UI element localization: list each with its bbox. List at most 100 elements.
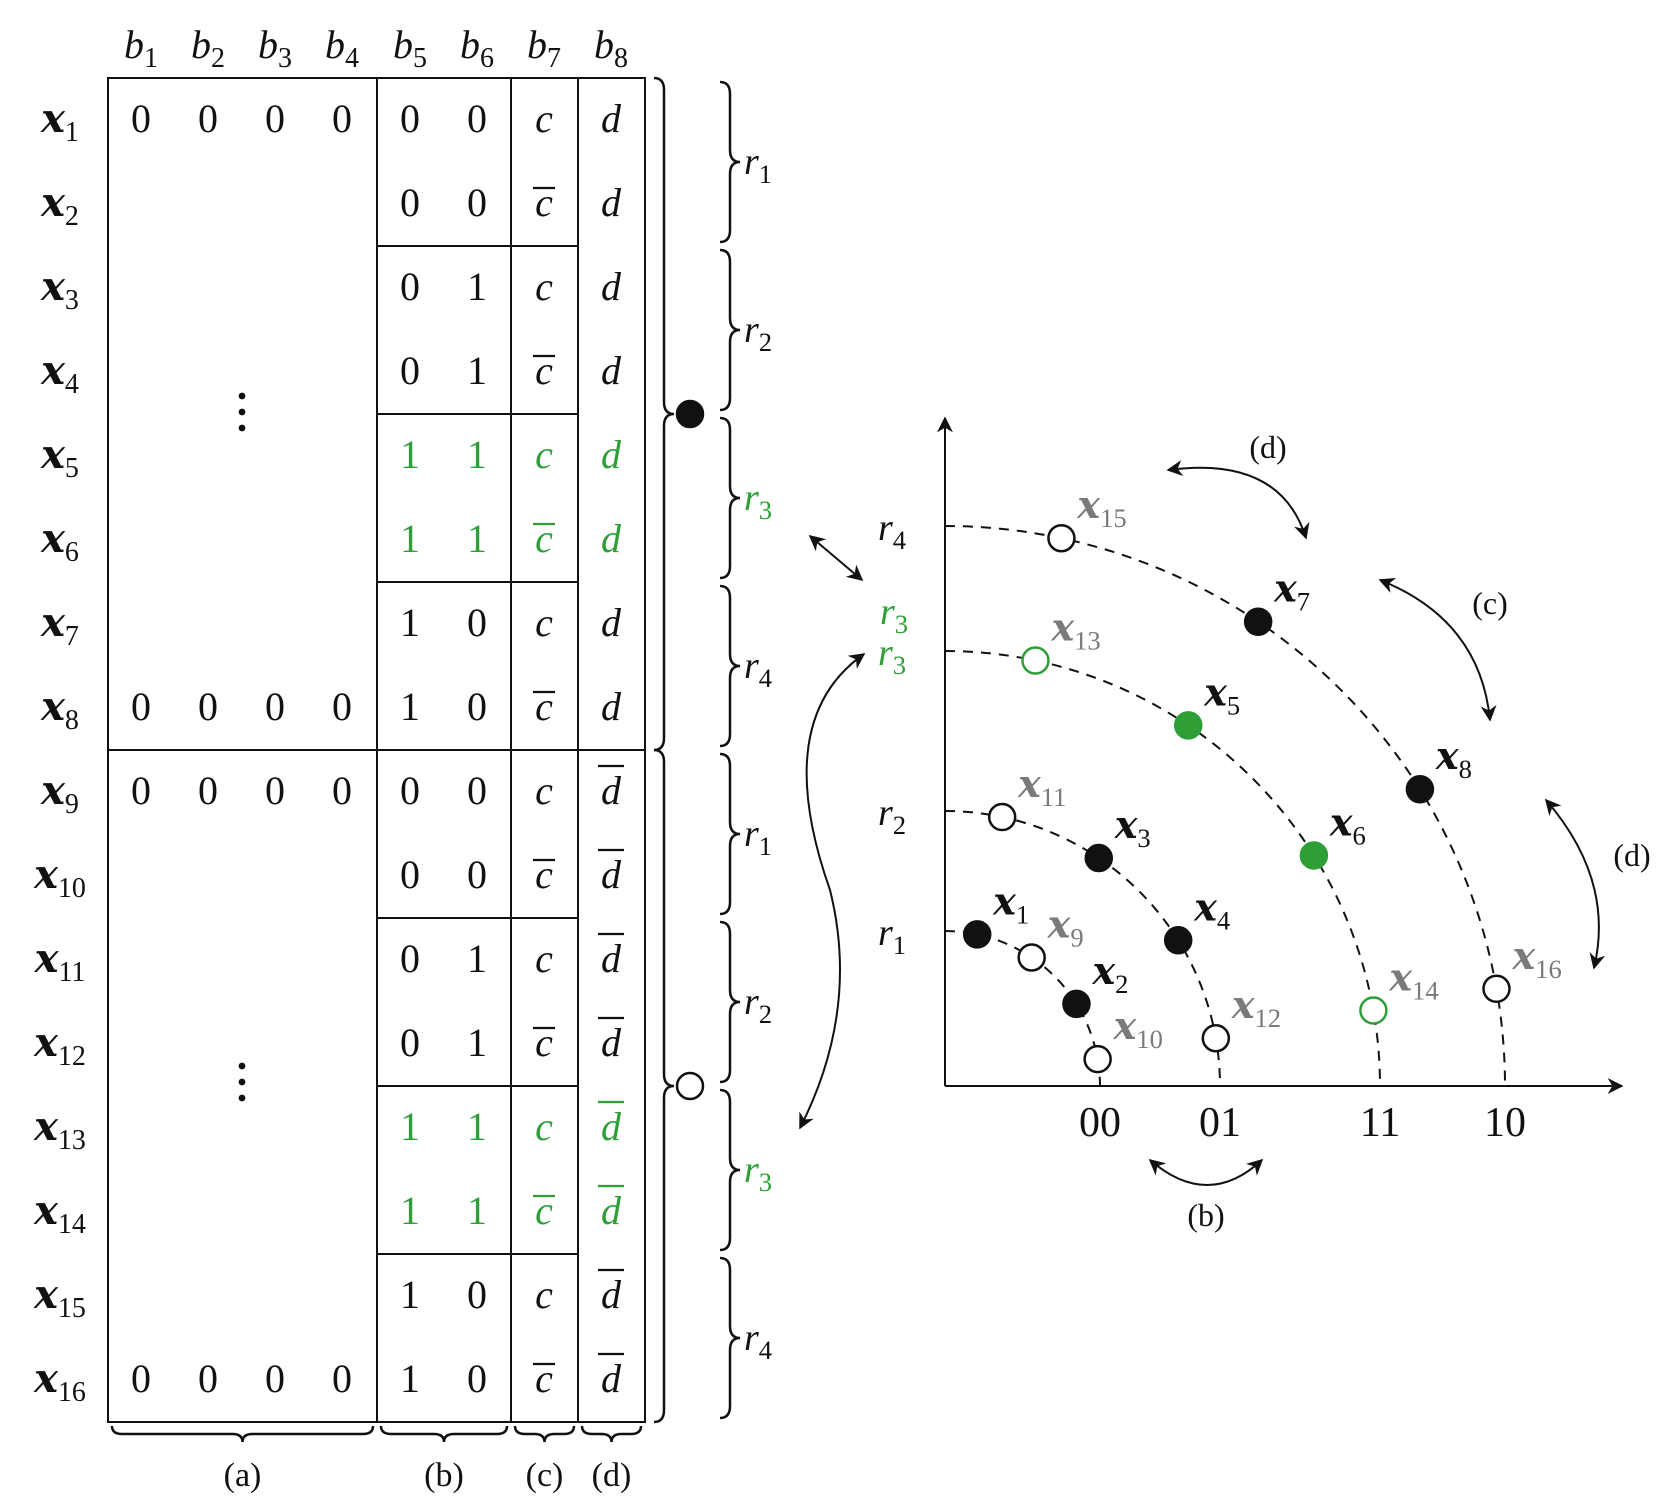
row-label-x4: x4 xyxy=(40,347,79,400)
ring-brace xyxy=(719,248,741,412)
point-label-x13: x13 xyxy=(1050,605,1100,656)
label-base: r xyxy=(744,477,759,519)
column-header-3: b3 xyxy=(258,22,292,74)
label-subscript: 7 xyxy=(65,621,79,652)
point-x8 xyxy=(1405,774,1435,804)
column-group-label: (b) xyxy=(424,1457,464,1494)
column-header-1: b1 xyxy=(124,22,158,74)
cell-b2: 0 xyxy=(198,1356,218,1401)
ring-brace-label: r2 xyxy=(744,309,772,357)
link-arrow-lower xyxy=(799,653,866,1130)
cell-b5: 0 xyxy=(400,768,420,813)
label-subscript: 7 xyxy=(1297,587,1310,617)
cell-b7: c xyxy=(535,1356,553,1401)
row-label-x5: x5 xyxy=(40,431,79,484)
row-label-x14: x14 xyxy=(33,1187,86,1240)
x-tick-label: 01 xyxy=(1199,1100,1241,1146)
column-group-brace xyxy=(379,1425,509,1443)
cell-b7: c xyxy=(535,1020,553,1065)
point-x3 xyxy=(1084,843,1114,873)
label-subscript: 2 xyxy=(893,810,906,840)
label-base: x xyxy=(40,767,66,814)
column-header-7: b7 xyxy=(527,22,561,74)
label-subscript: 12 xyxy=(1254,1003,1281,1033)
cell-b7: c xyxy=(535,1272,553,1317)
column-header-6: b6 xyxy=(460,22,494,74)
cell-b6: 1 xyxy=(467,264,487,309)
column-group-brace xyxy=(580,1425,643,1443)
cell-b7: c xyxy=(535,852,553,897)
label-subscript: 16 xyxy=(58,1377,86,1408)
cell-b6: 0 xyxy=(467,768,487,813)
label-subscript: 11 xyxy=(58,957,85,988)
row-label-x1: x1 xyxy=(40,95,79,148)
cell-b8: d xyxy=(601,684,622,729)
point-x2 xyxy=(1062,989,1091,1019)
cell-b8: d xyxy=(601,96,622,141)
cell-b8: d xyxy=(601,432,622,477)
cell-b3: 0 xyxy=(265,96,285,141)
label-subscript: 13 xyxy=(1074,626,1101,656)
label-base: x xyxy=(33,1187,59,1234)
x-tick-label: 00 xyxy=(1079,1100,1121,1146)
point-label-x4: x4 xyxy=(1193,884,1230,935)
point-label-x9: x9 xyxy=(1047,901,1084,952)
label-base: x xyxy=(1329,799,1354,844)
point-label-x2: x2 xyxy=(1091,948,1128,999)
x-tick-label: 10 xyxy=(1484,1100,1526,1146)
cell-b6: 0 xyxy=(467,600,487,645)
label-subscript: 3 xyxy=(893,650,906,680)
row-label-x9: x9 xyxy=(40,767,79,820)
cell-b1: 0 xyxy=(131,1356,151,1401)
point-x6 xyxy=(1299,841,1329,870)
label-subscript: 2 xyxy=(1115,969,1128,999)
label-subscript: 6 xyxy=(480,43,494,74)
label-base: b xyxy=(594,22,614,67)
cell-b7: c xyxy=(535,936,553,981)
label-base: x xyxy=(33,1271,59,1318)
row-label-x6: x6 xyxy=(40,515,79,568)
cell-b8: d xyxy=(601,180,622,225)
label-base: r xyxy=(878,632,893,674)
cell-b5: 0 xyxy=(400,936,420,981)
cell-b5: 1 xyxy=(400,432,420,477)
x-tick-label: 11 xyxy=(1360,1100,1400,1146)
cell-b4: 0 xyxy=(332,684,352,729)
point-label-x5: x5 xyxy=(1203,669,1240,720)
label-base: x xyxy=(34,935,60,982)
label-subscript: 3 xyxy=(759,495,772,525)
label-subscript: 4 xyxy=(893,525,906,555)
cell-b5: 0 xyxy=(400,264,420,309)
label-base: x xyxy=(33,1103,59,1150)
label-base: b xyxy=(124,22,144,67)
vdots-dot xyxy=(238,1078,246,1086)
cell-b7: c xyxy=(535,96,553,141)
half-brace xyxy=(653,748,675,1424)
cell-b3: 0 xyxy=(265,768,285,813)
label-base: r xyxy=(880,591,895,633)
label-base: x xyxy=(33,851,59,898)
row-label-x3: x3 xyxy=(40,263,79,316)
label-base: r xyxy=(878,507,893,549)
cell-b1: 0 xyxy=(131,96,151,141)
cell-b7: c xyxy=(535,264,553,309)
label-base: x xyxy=(1193,884,1218,929)
cell-b7: c xyxy=(535,1104,553,1149)
label-subscript: 10 xyxy=(58,873,86,904)
column-header-4: b4 xyxy=(325,22,359,74)
ring-brace-label: r4 xyxy=(744,645,772,693)
label-base: x xyxy=(40,263,66,310)
cell-b5: 0 xyxy=(400,96,420,141)
cell-b6: 0 xyxy=(467,1356,487,1401)
ring-axis-label: r2 xyxy=(878,792,906,840)
label-base: x xyxy=(1273,566,1298,611)
cell-b8: d xyxy=(601,936,622,981)
label-subscript: 5 xyxy=(413,43,427,74)
vdots-dot xyxy=(238,392,246,400)
cell-b5: 1 xyxy=(400,600,420,645)
point-label-x15: x15 xyxy=(1076,482,1126,533)
cell-b2: 0 xyxy=(198,96,218,141)
vdots-dot xyxy=(238,424,246,432)
label-base: x xyxy=(1114,802,1139,847)
